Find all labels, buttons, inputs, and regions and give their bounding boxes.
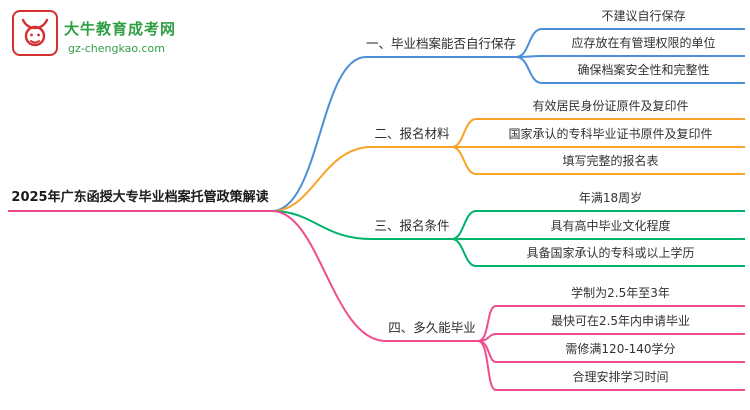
edge-central-branch3: [271, 210, 373, 240]
edge-branch4-child2: [477, 333, 497, 342]
branch1-child1: 不建议自行保存: [542, 6, 745, 30]
central-topic: 2025年广东函授大专毕业档案托管政策解读: [8, 188, 272, 212]
branch3-child1: 年满18周岁: [476, 188, 745, 212]
branch1-label: 一、毕业档案能否自行保存: [366, 34, 516, 58]
edge-central-branch1: [271, 56, 367, 212]
edge-branch4-child4: [477, 340, 497, 391]
bull-icon: [12, 10, 58, 56]
site-logo[interactable]: 大牛教育成考网 gz-chengkao.com: [10, 8, 180, 64]
branch2-child3: 填写完整的报名表: [476, 151, 745, 175]
edge-branch1-child3: [515, 56, 543, 84]
branch3-child3: 具备国家承认的专科或以上学历: [476, 243, 745, 267]
logo-url: gz-chengkao.com: [68, 42, 165, 55]
branch1-child2: 应存放在有管理权限的单位: [542, 33, 745, 57]
edge-branch2-child1: [451, 118, 477, 148]
edge-central-branch4: [271, 210, 387, 342]
branch3-label: 三、报名条件: [372, 216, 452, 240]
branch4-child1: 学制为2.5年至3年: [496, 283, 745, 307]
branch3-child2: 具有高中毕业文化程度: [476, 216, 745, 240]
branch2-child2: 国家承认的专科毕业证书原件及复印件: [476, 124, 745, 148]
edge-branch2-child3: [451, 146, 477, 175]
branch4-child3: 需修满120-140学分: [496, 339, 745, 363]
logo-title: 大牛教育成考网: [64, 20, 177, 38]
branch2-child1: 有效居民身份证原件及复印件: [476, 96, 745, 120]
branch4-label: 四、多久能毕业: [386, 318, 478, 342]
edge-branch3-child1: [451, 210, 477, 240]
edge-branch3-child3: [451, 238, 477, 267]
edge-branch1-child1: [515, 28, 543, 58]
edge-branch4-child1: [477, 305, 497, 342]
branch2-label: 二、报名材料: [372, 124, 452, 148]
branch4-child2: 最快可在2.5年内申请毕业: [496, 311, 745, 335]
branch4-child4: 合理安排学习时间: [496, 367, 745, 391]
edge-central-branch2: [271, 146, 373, 212]
branch1-child3: 确保档案安全性和完整性: [542, 60, 745, 84]
